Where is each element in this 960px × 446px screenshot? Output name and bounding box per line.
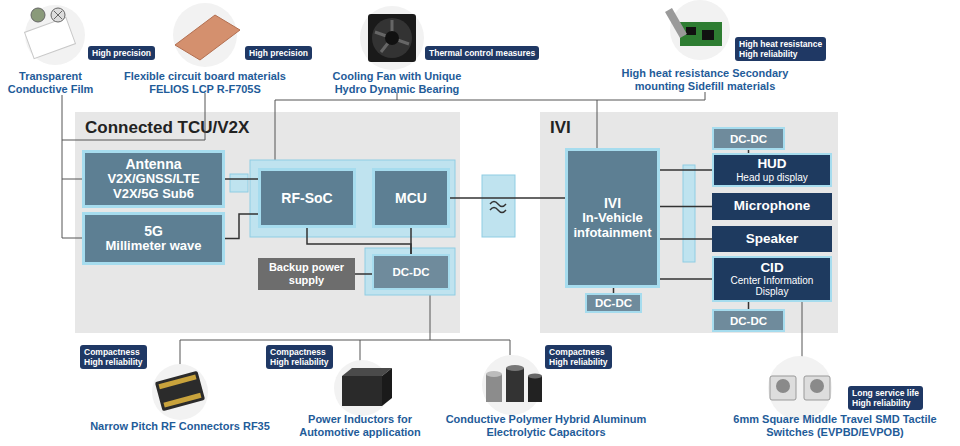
display-box: CIDCenter Information Display — [712, 256, 832, 302]
badge-text: Compactness — [549, 347, 605, 357]
tactile-switch-illustration — [768, 356, 832, 420]
badge-text: High reliability — [270, 357, 329, 367]
display-box: HUDHead up display — [712, 153, 832, 187]
capacitor-illustration — [482, 355, 542, 415]
badge-text: High precision — [249, 48, 308, 58]
fan-illustration — [360, 6, 424, 70]
inductor-illustration — [334, 360, 392, 416]
product-label: Transparent Conductive Film — [0, 70, 103, 96]
film-illustration — [25, 5, 85, 65]
panel-title: Connected TCU/V2X — [85, 118, 249, 138]
node-text: DC-DC — [730, 315, 767, 327]
signal-line — [225, 178, 258, 180]
link-break-symbol — [482, 175, 515, 237]
node-text: Head up display — [736, 172, 808, 183]
node-text: Speaker — [746, 232, 799, 247]
product-label: Flexible circuit board materials FELIOS … — [105, 70, 305, 96]
feature-badge: High heat resistanceHigh reliability — [735, 37, 826, 61]
badge-text: High heat resistance — [739, 39, 822, 49]
dcdc-box: DC-DC — [585, 293, 642, 313]
bus-band — [250, 160, 455, 295]
node-text: Millimeter wave — [105, 239, 201, 254]
node-text: HUD — [757, 157, 786, 172]
display-box: Speaker — [712, 226, 832, 252]
node-text: IVI — [604, 195, 621, 211]
node-text: In-Vehicle infotainment — [568, 211, 657, 241]
badge-text: Compactness — [270, 347, 326, 357]
feature-badge: High precision — [245, 46, 312, 60]
node-text: 5G — [144, 223, 163, 239]
node-text: DC-DC — [730, 133, 767, 145]
product-label: Cooling Fan with Unique Hydro Dynamic Be… — [322, 70, 472, 96]
node-text: DC-DC — [595, 297, 632, 309]
badge-text: Compactness — [84, 347, 140, 357]
product-label: 6mm Square Middle Travel SMD Tactile Swi… — [722, 413, 948, 439]
node-text: Backup power supply — [258, 261, 355, 286]
dcdc-box: DC-DC — [712, 309, 785, 332]
component-box: 5GMillimeter wave — [82, 212, 225, 265]
dcdc-box: DC-DC — [372, 254, 450, 290]
panel-title: IVI — [550, 118, 571, 138]
feature-badge: CompactnessHigh reliability — [266, 345, 333, 369]
node-text: CID — [760, 261, 783, 276]
badge-text: Long service life — [852, 388, 919, 398]
system-panel: Connected TCU/V2X AntennaV2X/GNSS/LTE V2X… — [75, 112, 460, 333]
badge-text: High reliability — [852, 398, 911, 408]
node-text: Center Information Display — [714, 275, 830, 297]
product-label: Power Inductors for Automotive applicati… — [287, 413, 433, 439]
component-box: AntennaV2X/GNSS/LTE V2X/5G Sub6 — [82, 150, 225, 208]
rf-switch-block — [230, 174, 248, 192]
badge-text: High reliability — [84, 357, 143, 367]
component-box: MCU — [372, 168, 450, 228]
node-text: DC-DC — [392, 266, 429, 278]
component-box: IVIIn-Vehicle infotainment — [565, 148, 660, 288]
product-label: Conductive Polymer Hybrid Aluminum Elect… — [444, 413, 648, 439]
dcdc-box: DC-DC — [712, 127, 785, 150]
product-label: Narrow Pitch RF Connectors RF35 — [70, 420, 290, 433]
component-box: RF-SoC — [258, 168, 356, 228]
badge-text: High reliability — [739, 49, 798, 59]
rf-connector-illustration — [152, 364, 208, 420]
display-box: Microphone — [712, 193, 832, 220]
feature-badge: Thermal control measures — [425, 46, 539, 60]
node-text: MCU — [395, 190, 427, 206]
feature-badge: CompactnessHigh reliability — [80, 345, 147, 369]
sidefill-illustration — [665, 0, 730, 60]
node-text: V2X/GNSS/LTE V2X/5G Sub6 — [95, 172, 213, 202]
node-text: Antenna — [126, 156, 182, 172]
power-box: Backup power supply — [258, 258, 355, 290]
badge-text: High reliability — [549, 357, 608, 367]
ivi-bus-bar — [683, 165, 695, 262]
product-label: High heat resistance Secondary mounting … — [607, 67, 803, 93]
flex-board-illustration — [173, 3, 240, 67]
badge-text: High precision — [92, 48, 151, 58]
feature-badge: Long service lifeHigh reliability — [848, 386, 923, 410]
badge-text: Thermal control measures — [429, 48, 535, 58]
feature-badge: CompactnessHigh reliability — [545, 345, 612, 369]
feature-badge: High precision — [88, 46, 155, 60]
node-text: Microphone — [734, 199, 811, 214]
node-text: RF-SoC — [281, 190, 332, 206]
